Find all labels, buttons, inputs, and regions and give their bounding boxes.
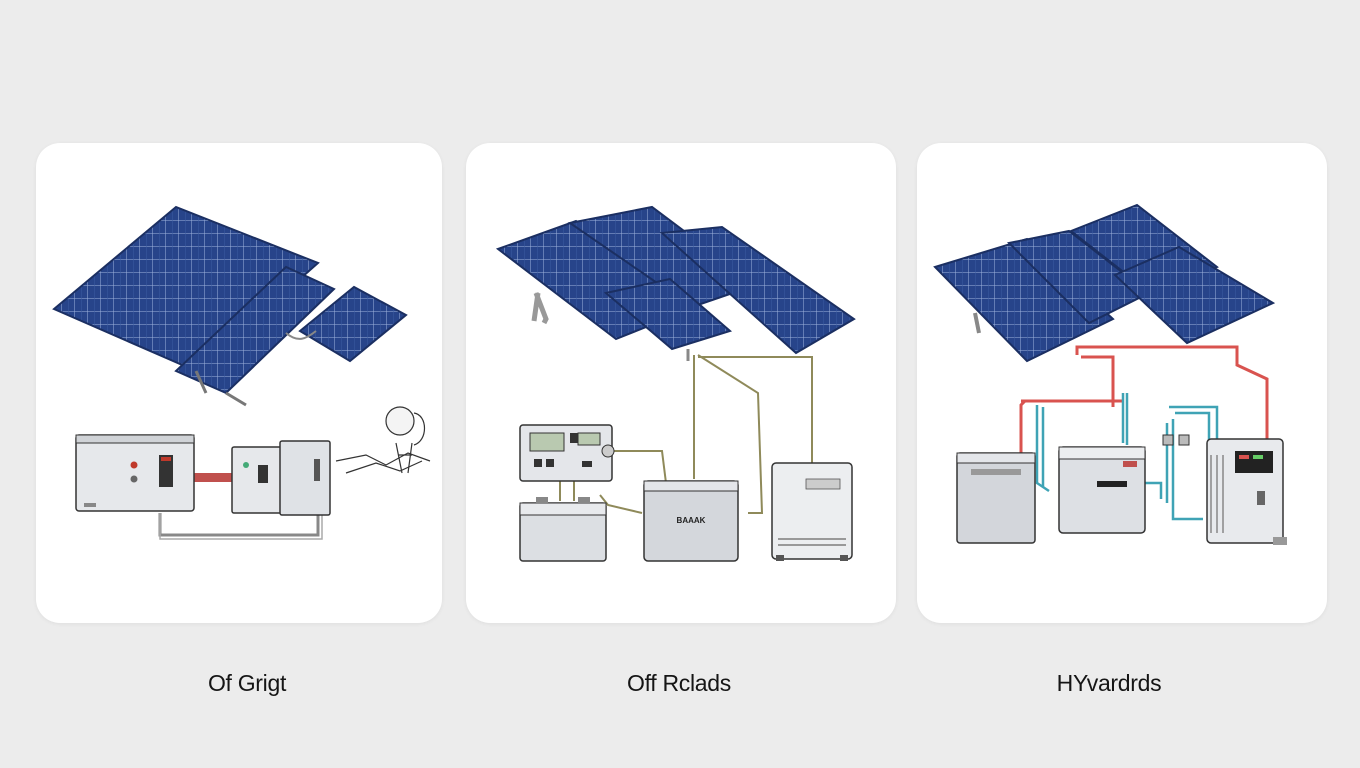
valve-icons <box>1162 434 1190 446</box>
battery-cabinet <box>956 452 1036 544</box>
battery-bank <box>519 497 607 562</box>
meter-cabinet <box>279 440 331 516</box>
central-battery-unit: BAAAK <box>643 480 739 562</box>
option-label-off-roads: Off Rclads <box>627 670 731 696</box>
card-off-grid[interactable] <box>36 143 442 623</box>
teal-pipes <box>1035 393 1219 521</box>
off-grid-illustration <box>52 205 431 540</box>
card-off-roads[interactable]: BAAAK <box>466 143 896 623</box>
card-hybrid[interactable] <box>917 143 1327 623</box>
red-pipes <box>1019 345 1269 461</box>
switch-box <box>231 446 285 514</box>
inverter-unit <box>771 462 853 561</box>
control-unit <box>1206 438 1287 545</box>
option-label-off-grid: Of Grigt <box>207 670 287 696</box>
off-roads-illustration: BAAAK <box>495 205 856 562</box>
hybrid-inverter <box>1058 446 1146 534</box>
connection-cable <box>190 473 236 482</box>
battery-unit-label: BAAAK <box>677 516 706 525</box>
solar-panel-array <box>52 205 408 407</box>
inverter-cabinet <box>75 434 195 512</box>
grid-tower-icon <box>335 406 431 474</box>
solar-panel-array <box>495 205 856 361</box>
wiring <box>559 354 813 514</box>
solar-panel-array <box>933 203 1276 363</box>
option-label-hybrid: HYvardrds <box>1056 670 1162 696</box>
charge-controller <box>519 424 615 482</box>
hybrid-illustration <box>933 203 1287 545</box>
